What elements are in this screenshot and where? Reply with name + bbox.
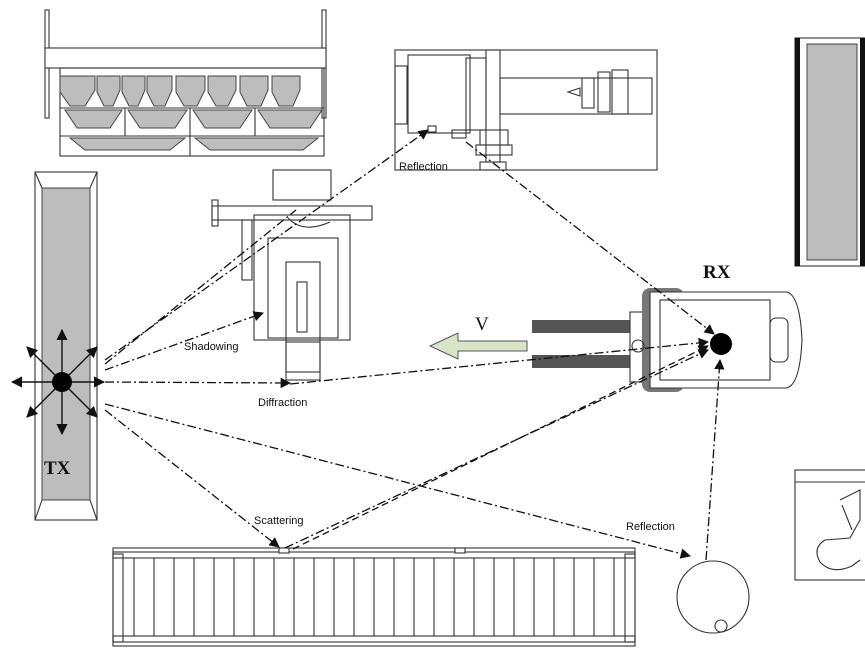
conveyor <box>113 548 635 646</box>
cutter-machine <box>395 50 657 170</box>
ray-scattering-in <box>105 410 279 547</box>
reflection-bottom-label: Reflection <box>626 521 675 533</box>
rx-antenna <box>710 333 732 355</box>
rx-label: RX <box>703 262 731 283</box>
ray-diffraction-in <box>105 382 290 383</box>
drum <box>677 561 749 633</box>
ray-reflection-top-in <box>105 130 428 360</box>
rx-vehicle <box>532 288 802 392</box>
right-machine <box>795 38 865 266</box>
scattering-label: Scattering <box>254 515 304 527</box>
velocity-arrow <box>430 333 527 359</box>
partial-machine <box>795 470 865 580</box>
diffraction-label: Diffraction <box>258 397 307 409</box>
velocity-label: V <box>475 314 489 335</box>
shadowing-label: Shadowing <box>184 341 238 353</box>
hopper-machine <box>45 10 326 156</box>
ray-reflection-bottom-out <box>706 360 720 560</box>
ray-reflection-bottom-in <box>105 404 690 556</box>
tx-label: TX <box>44 458 71 479</box>
reflection-top-label: Reflection <box>399 161 448 173</box>
